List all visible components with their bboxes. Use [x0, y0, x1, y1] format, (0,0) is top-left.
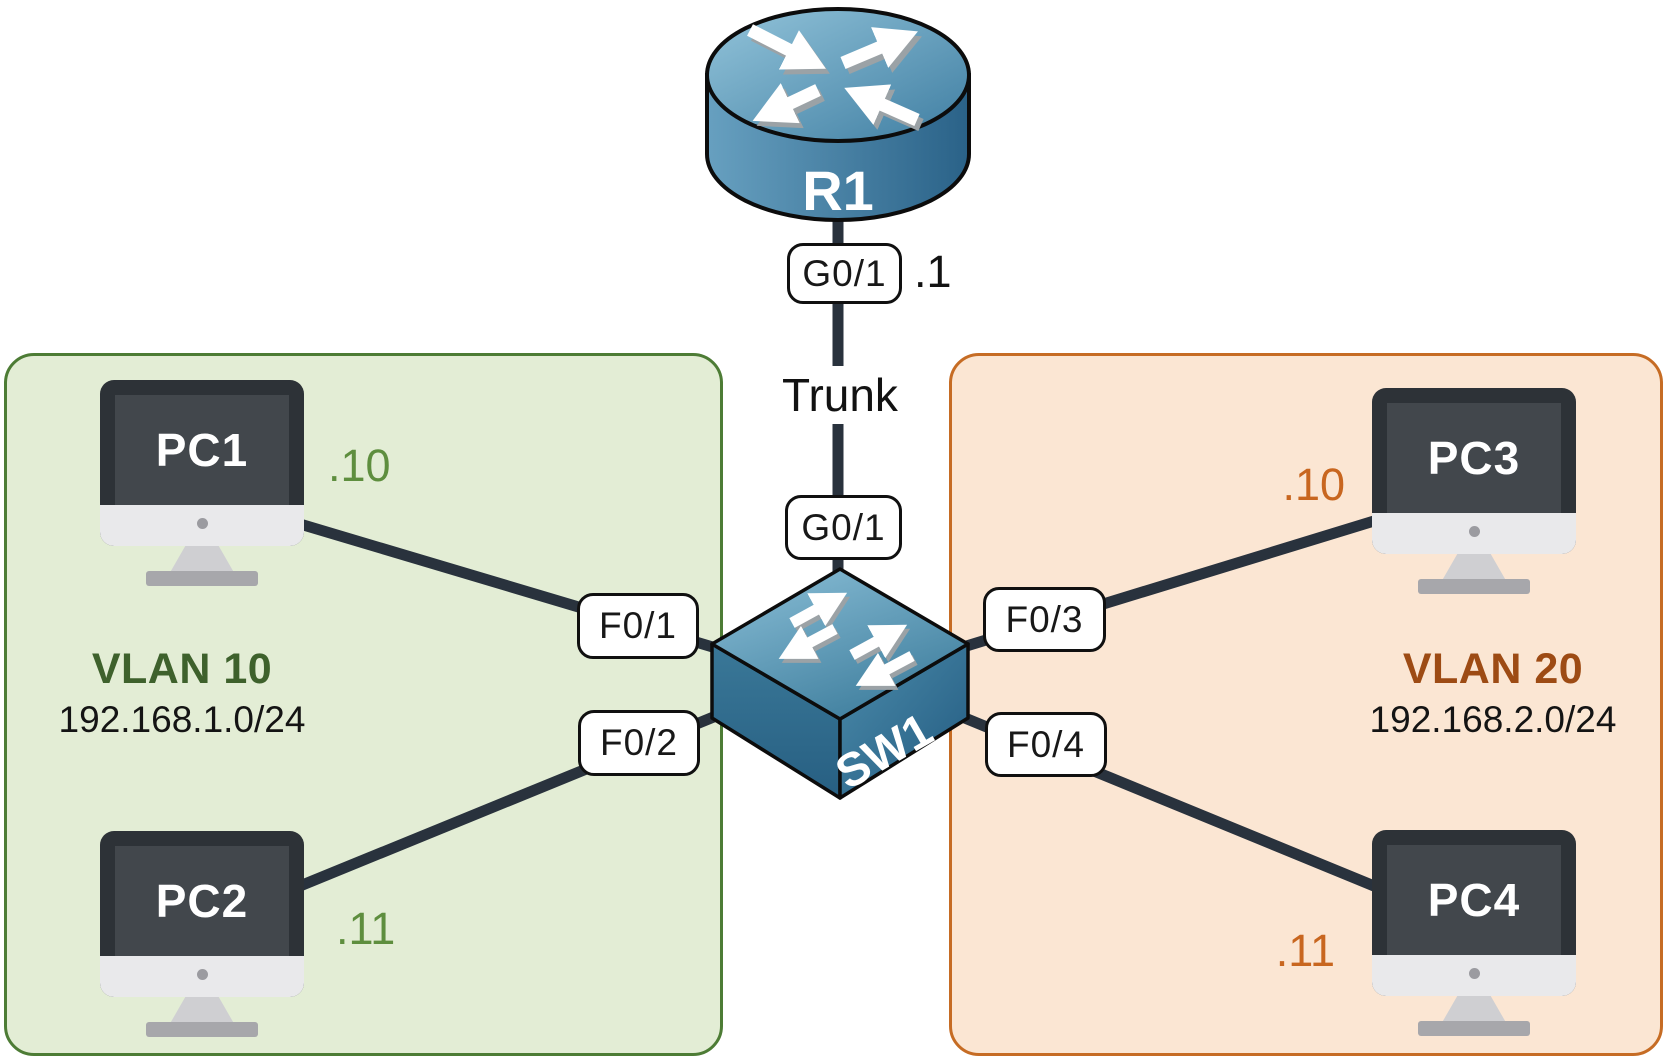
vlan20-title: VLAN 20	[1402, 645, 1584, 693]
monitor-camera-dot	[1469, 526, 1480, 537]
switch-icon: SW1	[710, 567, 970, 800]
router-cylinder-top	[705, 7, 971, 143]
pc2-name-label: PC2	[115, 846, 289, 956]
monitor-base	[146, 1022, 258, 1037]
monitor-stand	[1442, 996, 1506, 1022]
vlan10-info: VLAN 10 192.168.1.0/24	[22, 645, 342, 742]
pc1-name-label: PC1	[115, 395, 289, 505]
switch-port-f01-label: F0/1	[577, 593, 699, 659]
monitor-stand	[170, 546, 234, 572]
pc3-device: PC3	[1372, 388, 1576, 594]
pc4-device: PC4	[1372, 830, 1576, 1036]
monitor-camera-dot	[197, 969, 208, 980]
trunk-label: Trunk	[752, 366, 928, 424]
pc3-ip-suffix: .10	[1282, 459, 1345, 510]
monitor-stand	[1442, 554, 1506, 580]
vlan10-subnet: 192.168.1.0/24	[58, 699, 306, 741]
router-ip-suffix: .1	[914, 246, 952, 297]
monitor-stand	[170, 997, 234, 1023]
pc1-ip-suffix: .10	[328, 440, 391, 491]
router-arrows	[747, 24, 920, 126]
vlan20-subnet: 192.168.2.0/24	[1369, 699, 1617, 741]
switch-port-f04-label: F0/4	[985, 712, 1107, 777]
router-icon: R1	[705, 7, 971, 222]
switch-uplink-interface-label: G0/1	[785, 495, 902, 560]
monitor-camera-dot	[1469, 968, 1480, 979]
pc3-name-label: PC3	[1387, 403, 1561, 513]
vlan10-title: VLAN 10	[91, 645, 273, 693]
pc4-name-label: PC4	[1387, 845, 1561, 955]
pc2-device: PC2	[100, 831, 304, 1037]
monitor-base	[1418, 579, 1530, 594]
vlan20-info: VLAN 20 192.168.2.0/24	[1333, 645, 1653, 742]
switch-port-f02-label: F0/2	[578, 710, 700, 776]
switch-arrows	[778, 592, 915, 686]
monitor-camera-dot	[197, 518, 208, 529]
switch-port-f03-label: F0/3	[983, 587, 1106, 652]
monitor-base	[1418, 1021, 1530, 1036]
switch-top-face	[710, 567, 970, 721]
pc4-ip-suffix: .11	[1275, 925, 1335, 976]
pc2-ip-suffix: .11	[336, 903, 396, 954]
monitor-base	[146, 571, 258, 586]
router-name-label: R1	[802, 159, 874, 222]
pc1-device: PC1	[100, 380, 304, 586]
router-interface-label: G0/1	[787, 243, 902, 304]
